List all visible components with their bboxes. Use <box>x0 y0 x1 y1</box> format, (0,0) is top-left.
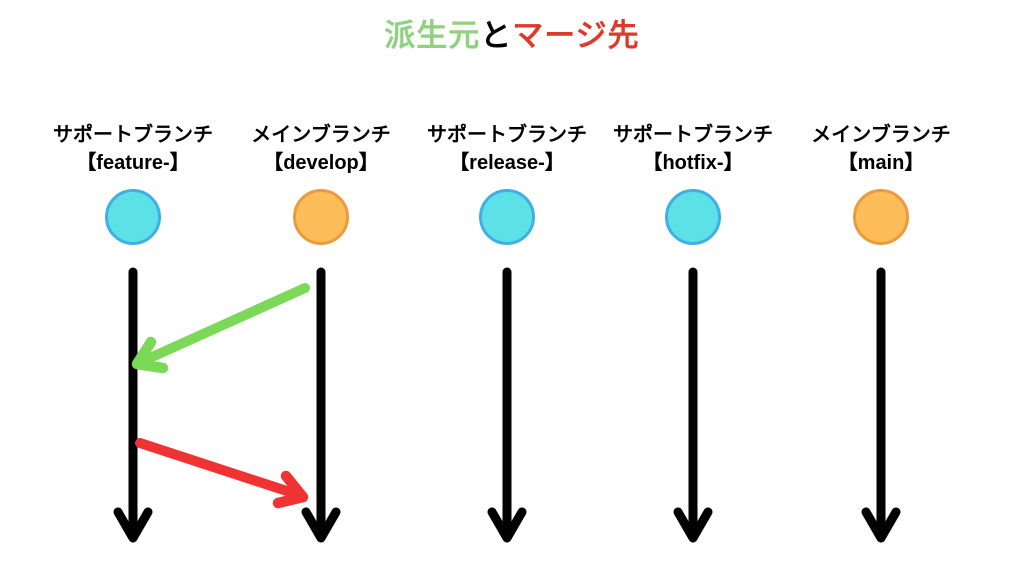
page-title: 派生元とマージ先 <box>0 10 1024 55</box>
label-develop-name: 【develop】 <box>263 152 379 174</box>
node-release-circle <box>479 189 535 245</box>
node-hotfix-circle <box>665 189 721 245</box>
label-hotfix-branch: サポートブランチ 【hotfix-】 <box>583 121 803 177</box>
timeline-arrow-feature <box>113 267 153 543</box>
label-hotfix-type: サポートブランチ <box>613 124 773 146</box>
node-main-circle <box>853 189 909 245</box>
label-main-name: 【main】 <box>837 152 925 174</box>
label-release-type: サポートブランチ <box>427 124 587 146</box>
label-develop-branch: メインブランチ 【develop】 <box>211 121 431 177</box>
derive-arrow-develop-to-feature <box>131 283 310 374</box>
merge-arrow-feature-to-develop <box>135 438 309 509</box>
title-derive-source: 派生元 <box>384 18 481 53</box>
label-main-branch: メインブランチ 【main】 <box>771 121 991 177</box>
title-connector: と <box>480 18 513 53</box>
label-release-name: 【release-】 <box>449 152 565 174</box>
timeline-arrow-develop <box>301 267 341 543</box>
label-feature-name: 【feature-】 <box>76 152 190 174</box>
label-release-branch: サポートブランチ 【release-】 <box>397 121 617 177</box>
timeline-arrow-main <box>861 267 901 543</box>
label-hotfix-name: 【hotfix-】 <box>642 152 744 174</box>
label-main-type: メインブランチ <box>811 124 951 146</box>
title-merge-target: マージ先 <box>512 18 640 53</box>
timeline-arrow-hotfix <box>673 267 713 543</box>
timeline-arrows-group <box>113 267 901 543</box>
node-feature-circle <box>105 189 161 245</box>
node-develop-circle <box>293 189 349 245</box>
label-develop-type: メインブランチ <box>251 124 391 146</box>
label-feature-type: サポートブランチ <box>53 124 213 146</box>
label-feature-branch: サポートブランチ 【feature-】 <box>23 121 243 177</box>
timeline-arrow-release <box>487 267 527 543</box>
